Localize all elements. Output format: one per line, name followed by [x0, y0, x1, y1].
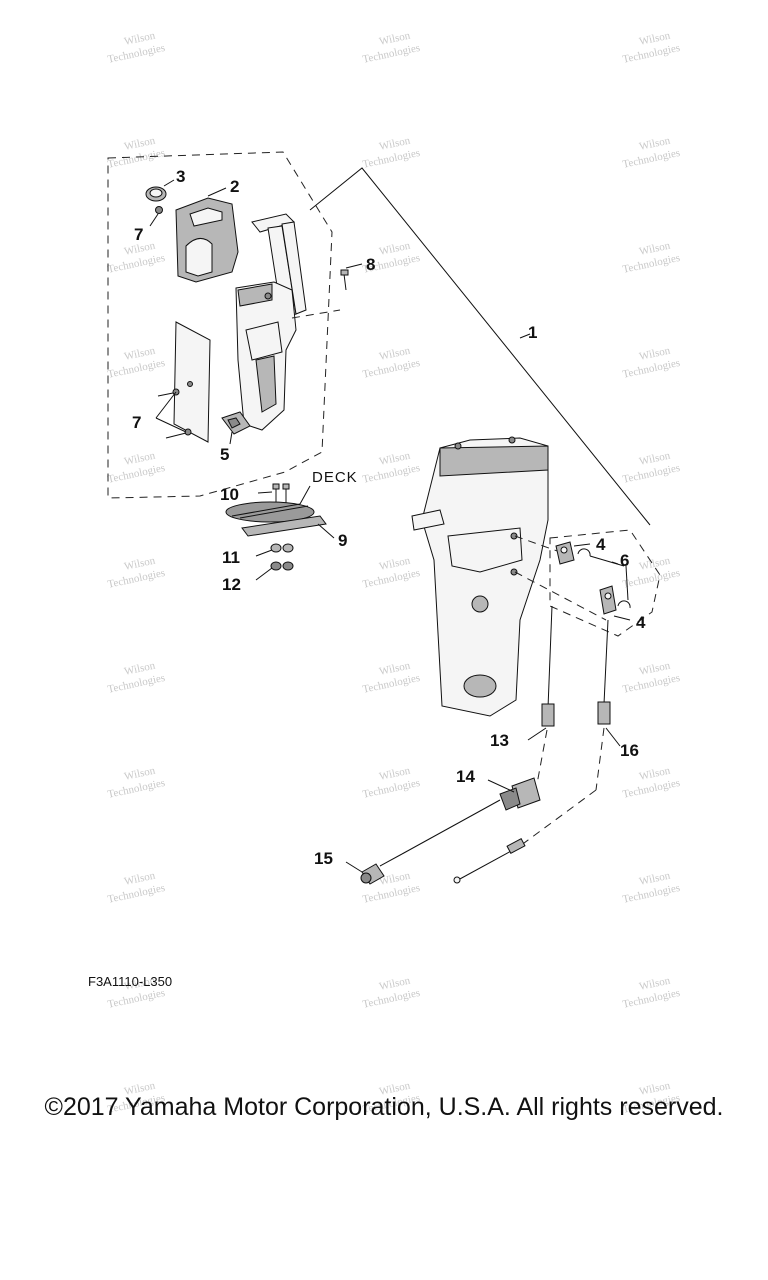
part-deck — [225, 501, 315, 523]
callout-13: 13 — [490, 731, 509, 750]
part-screw-8 — [340, 269, 349, 291]
callout-12: 12 — [222, 575, 241, 594]
part-washers-11 — [270, 543, 294, 553]
leader — [527, 727, 547, 741]
leader-line-part-1 — [309, 167, 651, 526]
connector-line — [514, 535, 561, 553]
leader — [257, 491, 273, 494]
leader — [317, 523, 335, 539]
leader — [605, 727, 621, 747]
clip-group-outline — [549, 529, 661, 637]
callout-14: 14 — [456, 767, 475, 786]
copyright-notice: ©2017 Yamaha Motor Corporation, U.S.A. A… — [44, 1093, 724, 1121]
drawing-code: F3A1110-L350 — [88, 974, 173, 989]
part-clip-upper — [555, 541, 575, 565]
part-retaining-clip — [577, 548, 631, 609]
part-end-fitting-15 — [360, 863, 385, 885]
leader — [163, 179, 175, 187]
part-control-body — [235, 281, 297, 431]
part-cable-13 — [541, 605, 555, 727]
part-switch — [221, 411, 251, 435]
callout-9: 9 — [338, 531, 347, 550]
part-clip-lower — [599, 585, 617, 615]
leader — [255, 549, 273, 557]
part-cable-16 — [597, 619, 611, 725]
assembly-group-outline — [107, 151, 333, 499]
leader — [155, 417, 187, 433]
leader — [345, 263, 363, 269]
part-cable-end — [453, 838, 526, 884]
callout-8: 8 — [366, 255, 375, 274]
callout-3: 3 — [176, 167, 185, 186]
deck-label: DECK — [312, 469, 358, 486]
leader — [573, 543, 591, 547]
callout-16: 16 — [620, 741, 639, 760]
part-cover — [175, 197, 239, 283]
connector-line — [595, 727, 605, 791]
callout-1: 1 — [528, 323, 537, 342]
leader — [255, 567, 273, 581]
part-cap — [145, 186, 167, 202]
callout-4: 4 — [636, 613, 646, 632]
connector-line — [514, 571, 607, 621]
leader — [207, 187, 227, 197]
leader — [229, 431, 233, 445]
part-remote-housing — [411, 436, 549, 717]
leader — [519, 333, 531, 339]
callout-7: 7 — [132, 413, 141, 432]
connector-line — [519, 789, 597, 847]
part-nuts-12 — [270, 561, 294, 571]
leader — [299, 485, 311, 505]
leader — [155, 391, 177, 419]
part-gasket-9 — [241, 515, 327, 537]
leader — [613, 615, 631, 621]
callout-4: 4 — [596, 535, 606, 554]
callout-11: 11 — [222, 548, 240, 567]
callout-2: 2 — [230, 177, 239, 196]
callout-5: 5 — [220, 445, 229, 464]
callout-10: 10 — [220, 485, 239, 504]
leader — [149, 213, 159, 227]
callout-7: 7 — [134, 225, 143, 244]
leader — [345, 861, 363, 873]
part-screw — [155, 206, 163, 214]
leader — [487, 779, 515, 793]
part-side-plate — [173, 321, 211, 443]
leader — [611, 561, 619, 565]
callout-15: 15 — [314, 849, 333, 868]
connector-line — [536, 729, 548, 785]
callout-6: 6 — [620, 551, 629, 570]
